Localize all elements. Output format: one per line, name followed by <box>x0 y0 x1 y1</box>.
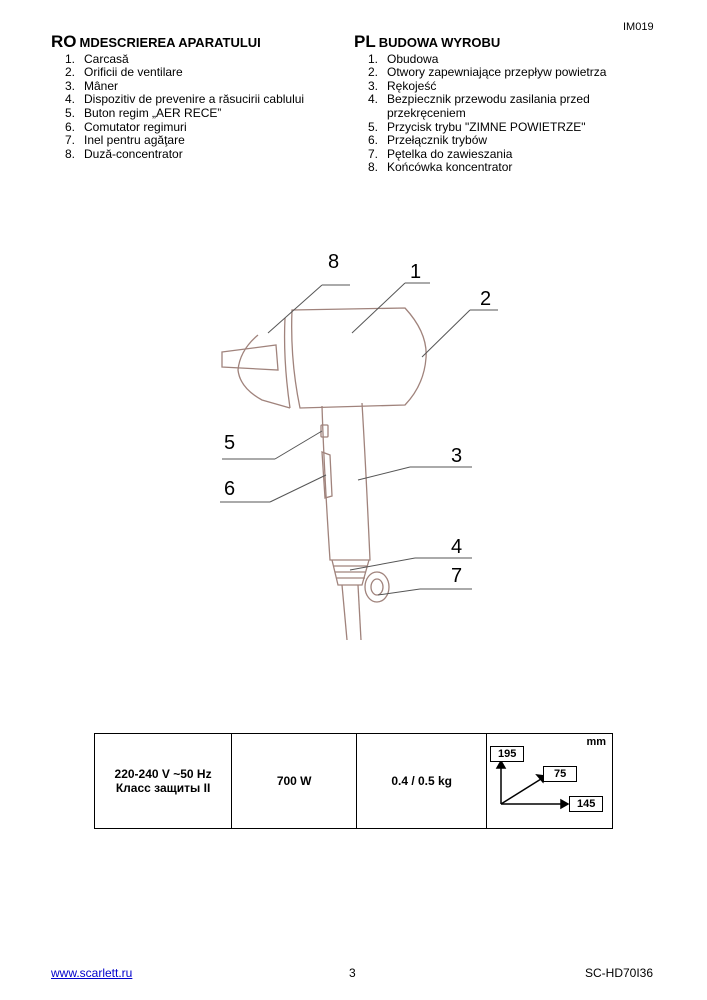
mode-switch-shape <box>321 451 333 499</box>
callout-7: 7 <box>451 565 462 587</box>
list-item: 2. Otwory zapewniające przepływ powietrza <box>354 66 654 80</box>
callout-5: 5 <box>224 432 235 454</box>
item-text: Obudowa <box>387 51 439 66</box>
item-text: Dispozitiv de prevenire a răsucirii cabl… <box>84 92 305 107</box>
item-number: 2. <box>367 65 378 80</box>
weight-cell: 0.4 / 0.5 kg <box>356 733 488 829</box>
list-item: 1. Obudowa <box>354 51 654 67</box>
website-link[interactable]: www.scarlett.ru <box>51 966 133 980</box>
list-item: 5. Przycisk trybu "ZIMNE POWIETRZE" <box>354 119 654 135</box>
item-number: 5. <box>367 119 378 134</box>
protection-class-value: Класс защиты II <box>115 781 211 795</box>
item-text: Comutator regimuri <box>84 119 187 134</box>
callout-6: 6 <box>224 478 235 500</box>
document-code: IM019 <box>623 21 654 33</box>
list-item: 4. Bezpiecznik przewodu zasilania przed p… <box>354 93 654 120</box>
item-number: 8. <box>64 146 75 161</box>
handle-outline <box>321 402 371 561</box>
item-number: 2. <box>64 65 75 80</box>
pl-lang-code: PL <box>354 32 376 51</box>
hair-dryer-illustration: 8 1 2 5 3 6 4 7 <box>220 251 498 641</box>
weight-value: 0.4 / 0.5 kg <box>391 774 453 788</box>
power-cell: 700 W <box>231 733 358 829</box>
list-item: 8. Duză-concentrator <box>51 146 341 162</box>
item-text: Końcówka koncentrator <box>387 160 513 175</box>
item-number: 6. <box>367 133 378 148</box>
list-item: 3. Mâner <box>51 78 341 94</box>
item-text: Przycisk trybu "ZIMNE POWIETRZE" <box>387 119 586 134</box>
item-number: 1. <box>64 51 75 66</box>
ro-lang-code: RO <box>51 32 77 51</box>
item-text: Bezpiecznik przewodu zasilania przed prz… <box>387 92 590 120</box>
item-text: Buton regim „AER RECE” <box>84 105 222 120</box>
item-number: 3. <box>367 78 378 93</box>
item-number: 7. <box>367 146 378 161</box>
pl-title: BUDOWA WYROBU <box>378 35 501 50</box>
callout-1: 1 <box>410 261 421 283</box>
item-number: 3. <box>64 78 75 93</box>
item-number: 7. <box>64 133 75 148</box>
list-item: 7. Pętelka do zawieszania <box>354 146 654 162</box>
power-value: 700 W <box>276 774 312 788</box>
height-value: 195 <box>490 746 525 762</box>
callout-2: 2 <box>480 288 491 310</box>
item-text: Rękojeść <box>387 78 437 93</box>
callout-3: 3 <box>451 445 462 467</box>
page-number: 3 <box>349 966 356 980</box>
pl-parts-list: 1. Obudowa 2. Otwory zapewniające przepływ… <box>354 51 654 175</box>
list-item: 3. Rękojeść <box>354 78 654 94</box>
item-number: 4. <box>367 92 378 107</box>
dimensions-cell: mm 195 75 145 <box>486 733 613 829</box>
list-item: 6. Comutator regimuri <box>51 119 341 135</box>
width-value: 145 <box>569 796 604 812</box>
callout-4: 4 <box>451 536 462 558</box>
list-item: 4. Dispozitiv de prevenire a răsucirii ca… <box>51 93 341 107</box>
ro-title: MDESCRIEREA APARATULUI <box>79 35 261 50</box>
list-item: 1. Carcasă <box>51 51 341 67</box>
item-number: 5. <box>64 105 75 120</box>
list-item: 2. Orificii de ventilare <box>51 66 341 80</box>
item-text: Carcasă <box>84 51 129 66</box>
dimensions-unit: mm <box>586 736 606 748</box>
nozzle-outline <box>237 334 291 409</box>
item-text: Mâner <box>84 78 119 93</box>
callout-8: 8 <box>328 251 339 273</box>
item-text: Orificii de ventilare <box>84 65 183 80</box>
model-number: SC-HD70I36 <box>585 966 654 980</box>
list-item: 7. Inel pentru agăţare <box>51 134 341 148</box>
specs-table: 220-240 V ~50 Hz Класс защиты II 700 W 0… <box>93 733 613 829</box>
item-number: 4. <box>64 92 75 107</box>
list-item: 6. Przełącznik trybów <box>354 134 654 148</box>
item-text: Inel pentru agăţare <box>84 133 185 148</box>
item-text: Pętelka do zawieszania <box>387 146 513 161</box>
list-item: 5. Buton regim „AER RECE” <box>51 105 341 121</box>
item-number: 8. <box>367 160 378 175</box>
nozzle-tip <box>221 344 279 371</box>
item-number: 6. <box>64 119 75 134</box>
list-item: 8. Końcówka koncentrator <box>354 161 654 175</box>
item-text: Przełącznik trybów <box>387 133 488 148</box>
ro-parts-list: 1. Carcasă 2. Orificii de ventilare 3. Mâne… <box>51 51 341 162</box>
voltage-value: 220-240 V ~50 Hz <box>114 767 212 781</box>
depth-value: 75 <box>543 766 578 782</box>
cool-button-shape <box>320 424 329 438</box>
item-text: Duză-concentrator <box>84 146 183 161</box>
voltage-cell: 220-240 V ~50 Hz Класс защиты II <box>93 733 233 829</box>
hanging-loop-shape <box>364 571 390 603</box>
item-text: Otwory zapewniające przepływ powietrza <box>387 65 607 80</box>
body-outline <box>291 307 427 409</box>
item-number: 1. <box>367 51 378 66</box>
table-row: 220-240 V ~50 Hz Класс защиты II 700 W 0… <box>93 733 613 829</box>
